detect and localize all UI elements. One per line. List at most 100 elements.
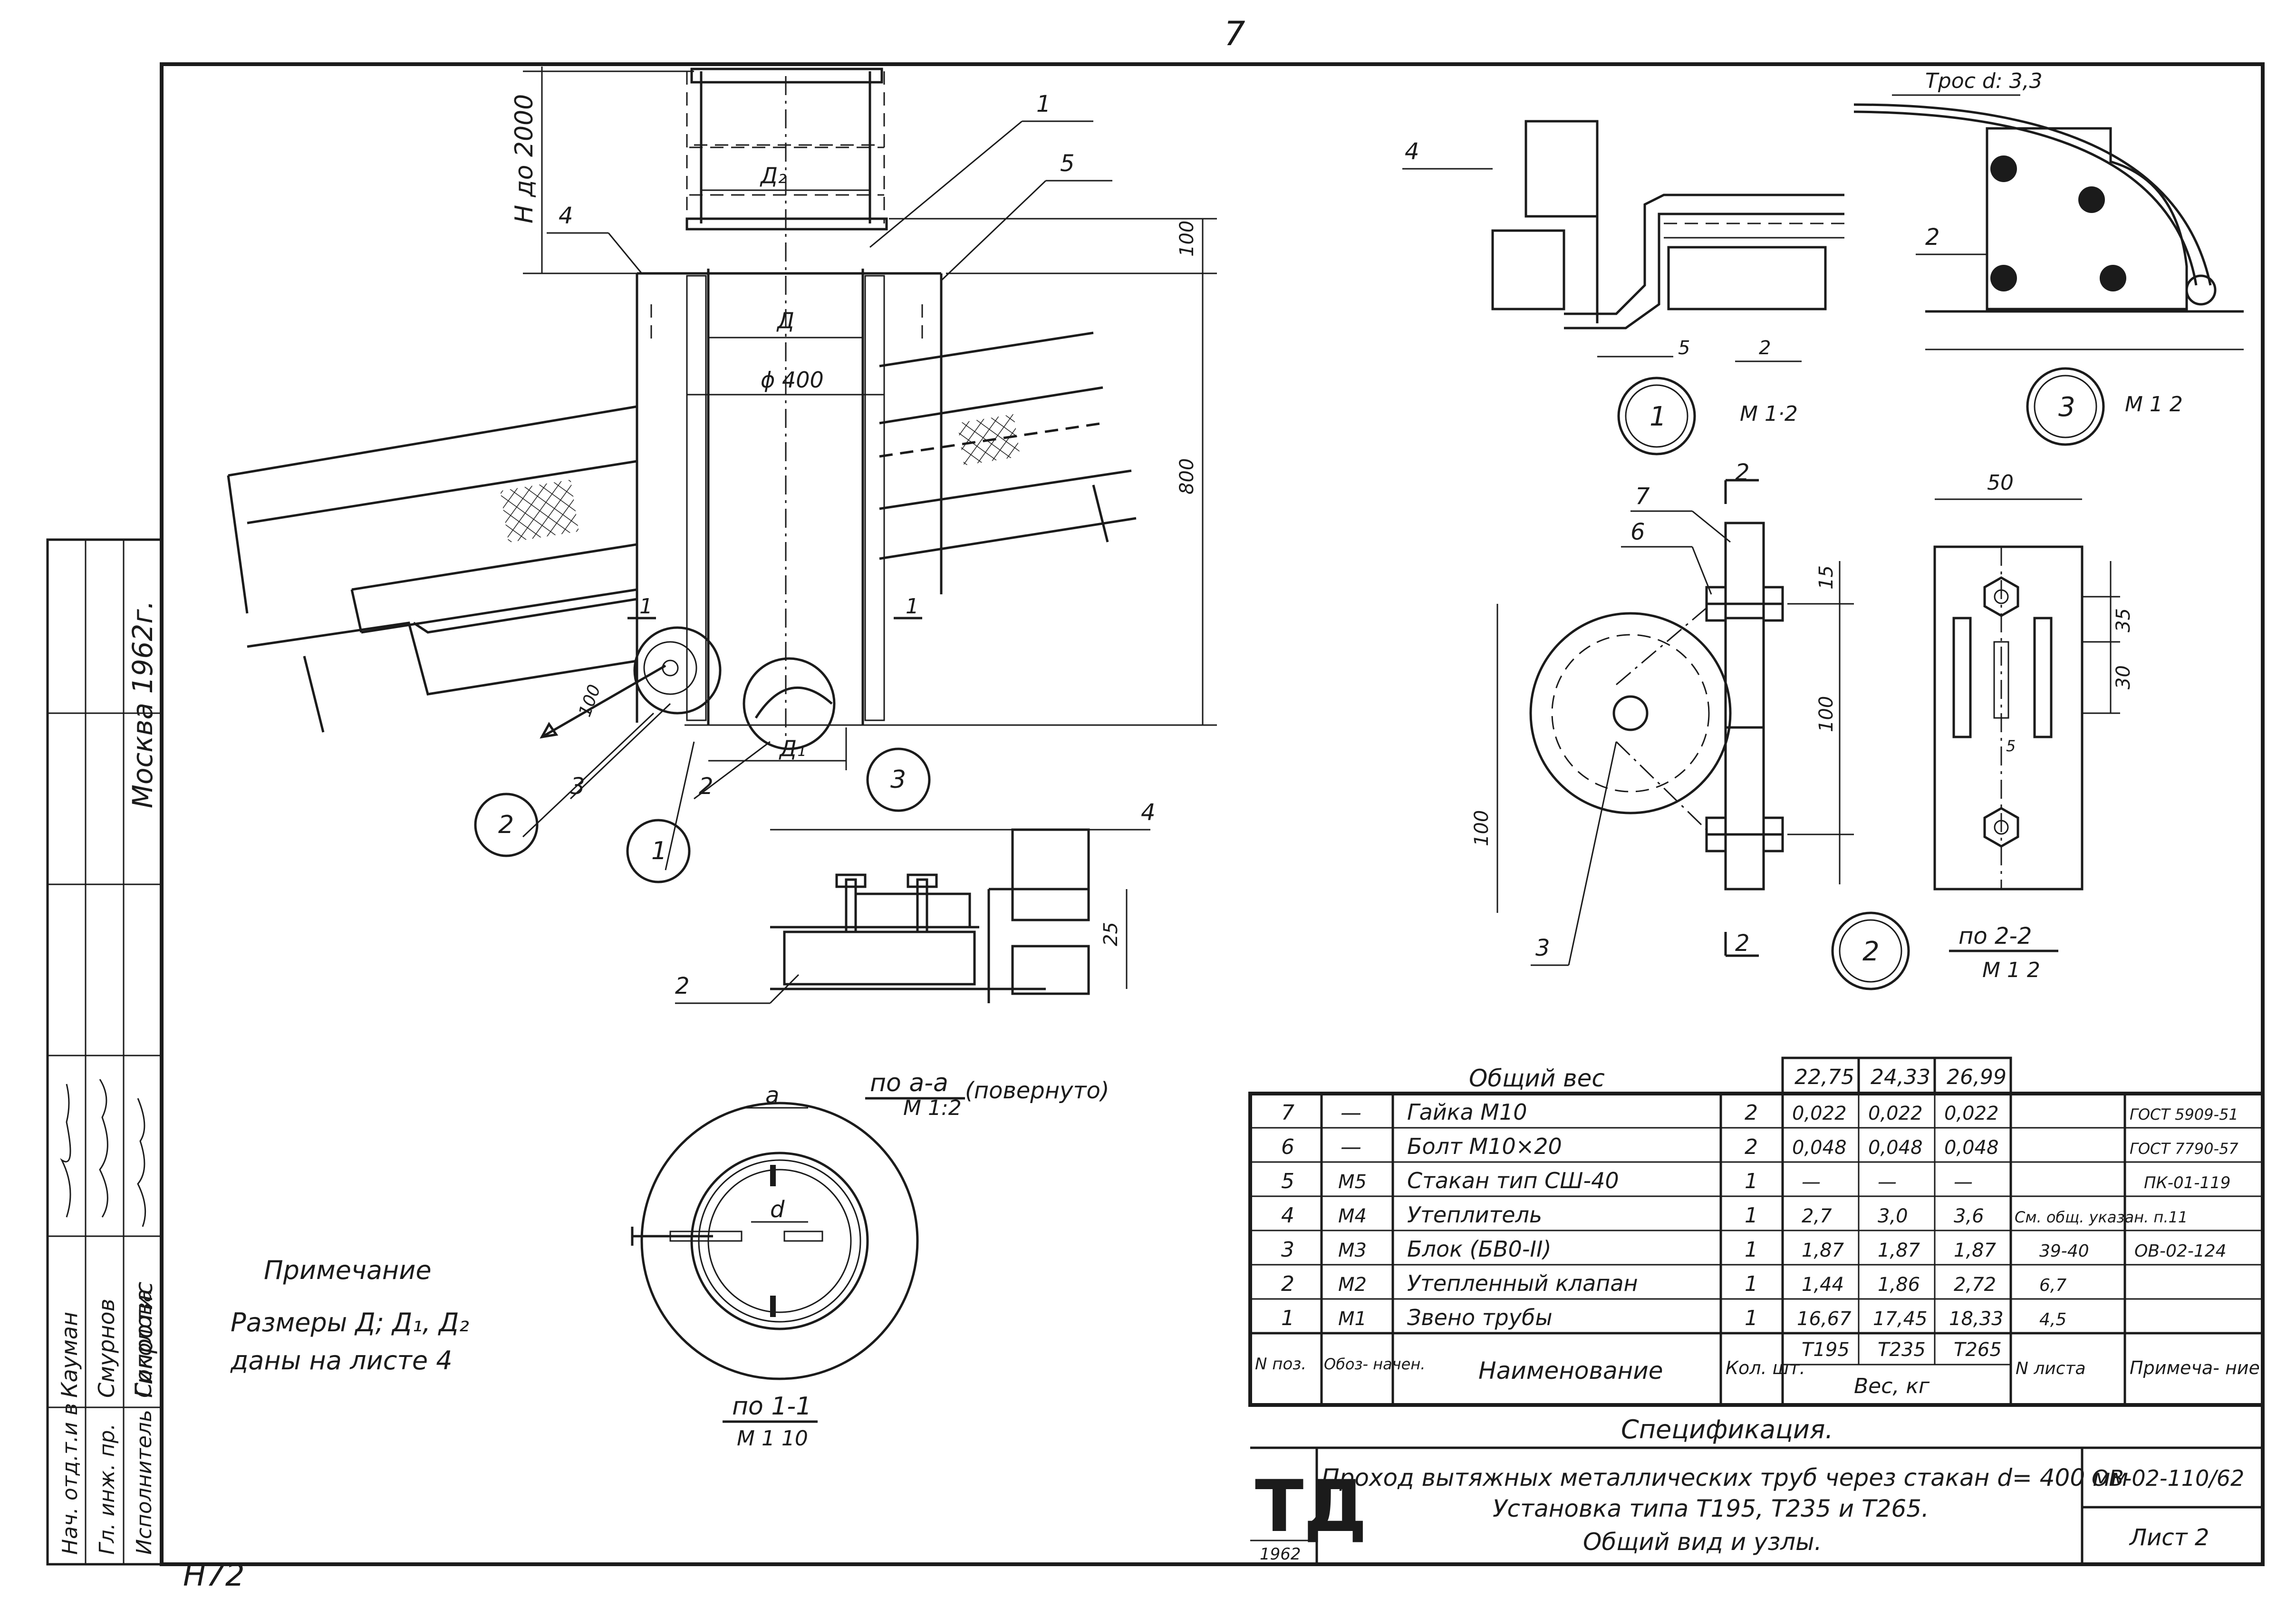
spec-cell-qty: 1 [1745,1203,1758,1228]
spec-head-remark: Примеча- ние. [2130,1357,2266,1378]
page-number: 7 [1224,14,1245,53]
view-2-2-title: по 2-2 [1958,923,2032,949]
spec-row-4: 4 М4 Утеплитель 1 2,7 3,0 3,6 См. общ. у… [1281,1202,2188,1228]
stamp-role-1: Нач. отд.т.и в [58,1403,82,1555]
spec-table: Общий вес 22,75 24,33 26,99 7 — Гайка М1… [1248,1056,2266,1444]
note-block: Примечание Размеры Д; Д₁, Д₂ даны на лис… [230,1255,469,1376]
spec-cell-mark: — [1341,1135,1361,1159]
detail-3-circle [2026,367,2105,446]
spec-cell-w3: 1,87 [1954,1240,1997,1261]
spec-cell-w1: 2,7 [1802,1205,1832,1227]
spec-cell-w2: — [1878,1171,1897,1193]
leader-2: 2 [699,773,714,800]
spec-cell-w3: 3,6 [1954,1205,1984,1227]
spec-cell-pos: 4 [1281,1203,1294,1228]
rope-label: Трос d: 3,3 [1925,69,2043,93]
spec-cell-pos: 6 [1281,1135,1294,1159]
d2-dim-100: 100 [1815,696,1837,732]
detail-1-circle [1617,377,1696,455]
section-detail: 4 2 25 [675,799,1156,1004]
spec-cell-pos: 5 [1281,1169,1294,1193]
spec-row-5: 5 М5 Стакан тип СШ-40 1 — — — ПК-01-119 [1281,1168,2230,1193]
spec-row-3: 3 М3 Блок (БВ0-II) 1 1,87 1,87 1,87 39-4… [1281,1236,2227,1262]
sec-dim-25: 25 [1100,922,1122,946]
detail-2: 2 2 15 100 100 7 6 3 2 [1471,459,1910,990]
title-block: ТД 1962 Проход вытяжных металлических тр… [1250,1446,2263,1564]
spec-cell-sheet: См. общ. указан. п.11 [2015,1208,2188,1226]
callout-3-num: 3 [890,765,906,794]
d3-leader-2: 2 [1925,224,1940,251]
note-line-2: даны на листе 4 [230,1346,453,1376]
main-view: Д₂ Д ϕ 400 Д₁ Н до 2000 100 800 1 1 [227,67,1217,883]
spec-head-t195: Т195 [1802,1339,1850,1361]
view-11-title: по 1-1 [732,1392,811,1421]
spec-cell-mark: М5 [1338,1171,1367,1193]
round-plan: по а-а М 1:2 (повернуто) а d по 1-1 М 1 … [631,1069,1109,1451]
title-logo: ТД [1255,1465,1367,1548]
spec-cell-pos: 1 [1281,1306,1294,1330]
spec-head-qty: Кол. шт. [1726,1357,1805,1378]
spec-row-7: 7 — Гайка М10 2 0,022 0,022 0,022 ГОСТ 5… [1281,1099,2238,1125]
detail-3-scale: М 1 2 [2125,392,2183,417]
spec-cell-w1: 1,87 [1802,1240,1844,1261]
spec-total-t195: 22,75 [1794,1065,1854,1089]
label-h-dim: Н до 2000 [510,94,539,223]
stamp-name-1: Кауман [57,1312,82,1398]
label-d2: Д₂ [760,163,786,188]
detail-2-num: 2 [1862,936,1880,967]
spec-cell-remark: ГОСТ 7790-57 [2130,1140,2238,1158]
spec-cell-name: Звено трубы [1407,1305,1553,1330]
title-line-3: Общий вид и узлы. [1583,1528,1822,1556]
view-2-2-scale: М 1 2 [1982,958,2040,982]
stamp-city-year: Москва 1962г. [126,601,159,808]
spec-cell-w1: — [1802,1171,1821,1193]
spec-cell-w3: 18,33 [1949,1308,2004,1330]
spec-total-label: Общий вес [1469,1065,1605,1092]
title-line-2: Установка типа Т195, Т235 и Т265. [1493,1495,1929,1522]
spec-head-pos: N поз. [1255,1355,1306,1374]
d2-leader-3: 3 [1535,935,1550,961]
view-aa-title: по а-а [870,1069,948,1097]
spec-cell-mark: М2 [1338,1274,1367,1296]
spec-caption: Спецификация. [1621,1414,1833,1444]
note-heading: Примечание [264,1255,432,1285]
callout-circle-2 [474,793,539,857]
spec-cell-qty: 1 [1745,1272,1758,1296]
spec-cell-w2: 0,022 [1868,1103,1923,1124]
detail-1: 4 5 2 1 М 1·2 [1402,120,1844,455]
spec-head-t235: Т235 [1878,1339,1926,1361]
spec-head-t265: Т265 [1954,1339,2002,1361]
spec-head-sheet: N листа [2016,1359,2086,1378]
stamp-name-3: Соколова [131,1289,156,1398]
spec-cell-w3: 2,72 [1954,1274,1996,1296]
label-d: Д [776,308,794,333]
spec-head-weight: Вес, кг [1854,1374,1930,1398]
spec-cell-remark: ОВ-02-124 [2134,1241,2227,1261]
label-phi-400: ϕ 400 [761,367,824,393]
spec-cell-pos: 2 [1281,1272,1294,1296]
spec-cell-name: Гайка М10 [1407,1099,1527,1125]
view-2-2: 50 35 30 5 по 2-2 М 1 2 [1933,471,2134,982]
callout-2-num: 2 [498,811,514,839]
spec-cell-mark: М4 [1338,1205,1367,1227]
callout-1-num: 1 [651,837,667,865]
spec-cell-w1: 0,022 [1792,1103,1847,1124]
stamp-role-3: Исполнитель [132,1410,156,1555]
detail-2-circle [1831,911,1910,990]
view-aa-scale: М 1:2 [903,1096,962,1120]
spec-cell-mark: М3 [1338,1240,1367,1261]
sec-leader-4: 4 [1141,799,1156,826]
spec-total-t235: 24,33 [1871,1065,1930,1089]
spec-cell-w1: 1,44 [1802,1274,1844,1296]
spec-cell-pos: 3 [1281,1238,1294,1262]
spec-cell-w2: 0,048 [1868,1137,1923,1159]
detail-1-num: 1 [1650,401,1667,432]
spec-head-name: Наименование [1478,1357,1663,1385]
spec-cell-pos: 7 [1281,1101,1294,1125]
spec-cell-w2: 17,45 [1873,1308,1928,1330]
v22-dim-35: 35 [2113,608,2134,632]
leader-3: 3 [570,773,585,800]
spec-row-2: 2 М2 Утепленный клапан 1 1,44 1,86 2,72 … [1281,1270,2066,1296]
spec-cell-qty: 1 [1745,1169,1758,1193]
